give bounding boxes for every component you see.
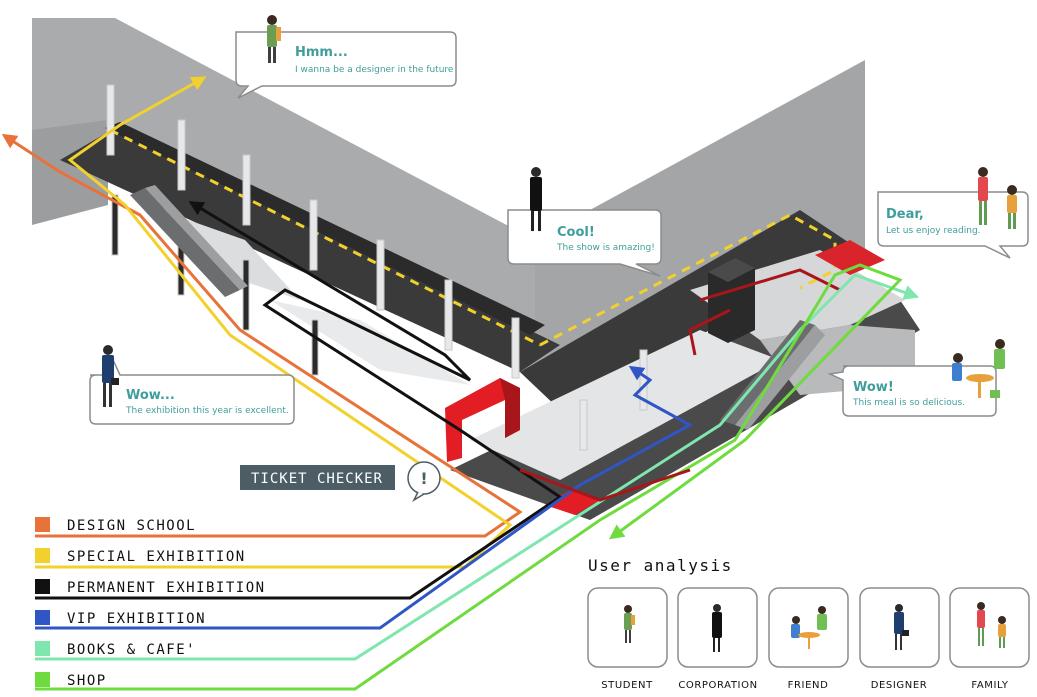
bubble-family: Dear, Let us enjoy reading.: [877, 167, 1029, 259]
route-books-cafe: [35, 273, 920, 661]
upper-rail: [105, 122, 545, 335]
legend-item-permanent-exhibition: PERMANENT EXHIBITION: [35, 579, 266, 596]
alert-icon: !: [420, 469, 427, 488]
building: [32, 18, 920, 520]
legend-label: PERMANENT EXHIBITION: [67, 580, 266, 596]
card-family: FAMILY: [949, 587, 1030, 691]
dark-cube: [708, 258, 755, 343]
bubble-student-sub: I wanna be a designer in the future: [295, 65, 454, 75]
card-friend: FRIEND: [768, 587, 849, 691]
bubble-friend-sub: This meal is so delicious.: [852, 398, 965, 408]
ticket-checker: TICKET CHECKER !: [240, 461, 441, 502]
student-figure: [267, 15, 281, 63]
designer-figure: [102, 345, 119, 407]
route-permanent-exhibition: [35, 201, 563, 600]
bubble-designer-sub: The exhibition this year is excellent.: [125, 406, 289, 416]
legend-item-special-exhibition: SPECIAL EXHIBITION: [35, 548, 246, 565]
bubble-corporation-head: Cool!: [557, 225, 595, 240]
route-design-school: [1, 133, 523, 538]
red-loop-line: [688, 308, 731, 356]
family-figure: [978, 167, 1017, 229]
right-corridor-floor: [520, 210, 860, 410]
legend-item-shop: SHOP: [35, 672, 107, 689]
user-analysis-title: User analysis: [588, 556, 733, 575]
legend-label: SPECIAL EXHIBITION: [67, 549, 246, 565]
bubble-student: Hmm... I wanna be a designer in the futu…: [235, 15, 457, 99]
light-platform: [470, 330, 780, 480]
right-wall: [535, 60, 865, 375]
corporation-figure: [530, 167, 542, 231]
friend-figure: [952, 339, 1005, 398]
bubble-friend: Wow! This meal is so delicious.: [827, 339, 1005, 417]
route-shop: [35, 263, 903, 691]
route-vip-exhibition: [35, 365, 694, 630]
card-label: CORPORATION: [678, 680, 757, 691]
user-analysis: User analysis STUDENT CORPORATION: [587, 556, 1030, 691]
legend: DESIGN SCHOOL SPECIAL EXHIBITION PERMANE…: [35, 517, 266, 689]
legend-item-vip-exhibition: VIP EXHIBITION: [35, 610, 206, 627]
legend-label: SHOP: [67, 673, 107, 689]
legend-item-books-cafe: BOOKS & CAFE': [35, 641, 196, 658]
card-label: FAMILY: [971, 680, 1008, 691]
bubble-student-head: Hmm...: [295, 45, 348, 60]
bubble-corporation-sub: The show is amazing!: [556, 243, 655, 253]
legend-label: VIP EXHIBITION: [67, 611, 206, 627]
ticket-gate: [445, 378, 520, 462]
route-entry-arrow: [519, 468, 691, 502]
ticket-checker-label: TICKET CHECKER: [251, 471, 383, 487]
left-escalator: [130, 185, 248, 297]
bubble-friend-head: Wow!: [853, 380, 894, 395]
red-route-line: [699, 268, 841, 302]
legend-label: DESIGN SCHOOL: [67, 518, 196, 534]
card-label: FRIEND: [788, 680, 829, 691]
card-label: DESIGNER: [871, 680, 928, 691]
bubble-designer: Wow... The exhibition this year is excel…: [89, 345, 295, 425]
bubble-family-sub: Let us enjoy reading.: [886, 226, 981, 236]
legend-label: BOOKS & CAFE': [67, 642, 196, 658]
bubble-corporation: Cool! The show is amazing!: [507, 167, 662, 277]
card-designer: DESIGNER: [859, 587, 940, 691]
legend-item-design-school: DESIGN SCHOOL: [35, 517, 196, 534]
dashed-edge-right: [539, 213, 837, 347]
card-student: STUDENT: [587, 587, 668, 691]
card-label: STUDENT: [601, 680, 653, 691]
bubble-family-head: Dear,: [886, 207, 924, 222]
exhibit-room-2: [270, 300, 470, 385]
routes: [1, 76, 920, 691]
route-special-exhibition: [35, 76, 513, 569]
card-corporation: CORPORATION: [677, 587, 758, 691]
bubble-designer-head: Wow...: [126, 388, 175, 403]
